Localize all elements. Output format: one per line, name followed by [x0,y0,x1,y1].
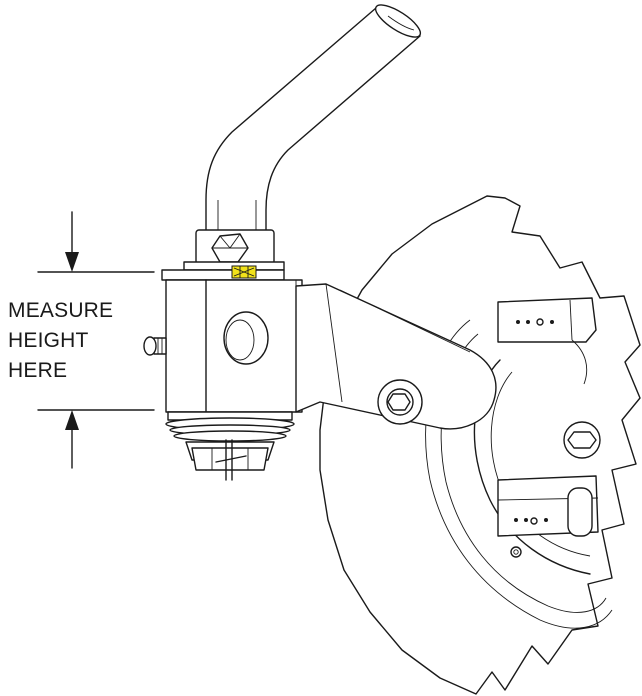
measurement-indicator [37,211,155,469]
arrow-down-icon [65,252,79,272]
callout-line-height: HEIGHT [8,329,89,352]
upper-bracket [497,297,597,385]
shank-tube [205,4,422,237]
bracket-bolt-icon [567,431,597,449]
pivot-housing [143,279,303,413]
hub-bolt-icon [387,393,411,411]
coulter-arm [295,283,497,430]
lower-bracket [497,421,601,537]
arrow-up-icon [65,410,79,430]
pivot-bore [223,311,269,365]
measure-height-callout: MEASURE HEIGHT HERE [8,296,113,386]
top-clamp [161,229,285,281]
spring-stack [165,411,295,481]
callout-line-measure: MEASURE [8,299,114,322]
callout-line-here: HERE [8,359,68,382]
grease-fitting [143,336,167,356]
